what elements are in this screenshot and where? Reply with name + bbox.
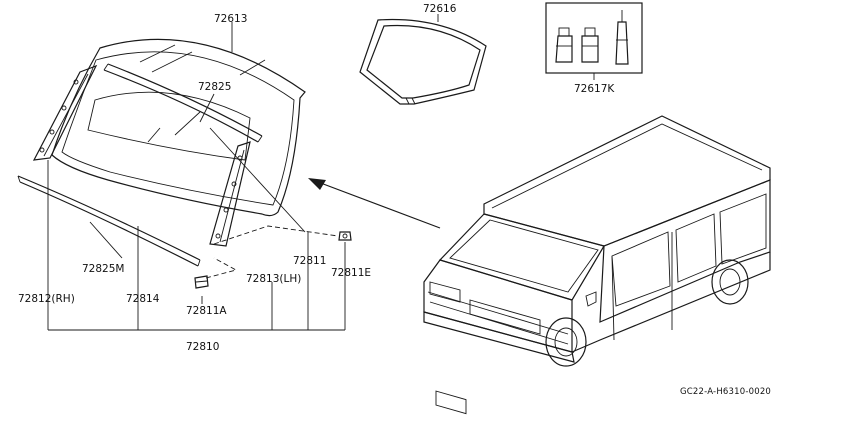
adhesive-kit-drawing[interactable] [545,2,643,74]
moulding-lower-strip[interactable] [17,175,201,267]
label-clip-a: 72811A [186,305,227,317]
figure-code: GC22-A-H6310-0020 [680,387,771,397]
label-adhesive-kit: 72617K [574,83,615,95]
seal-kit-drawing[interactable] [359,18,487,105]
label-moulding-top: 72825 [198,81,231,93]
moulding-side-rh[interactable] [32,64,98,161]
moulding-top-strip[interactable] [103,63,263,143]
label-side-lh: 72813(LH) [246,273,301,285]
label-fastener-e: 72811E [331,267,371,279]
label-windshield-glass: 72613 [214,13,247,25]
windshield-glass[interactable] [51,38,306,217]
label-moulding-side-rh: 72812(RH) [18,293,75,305]
fastener-clip[interactable] [338,231,352,241]
moulding-side-lh[interactable] [209,141,251,247]
label-assembly: 72810 [186,341,219,353]
van-illustration [423,115,771,415]
label-moulding-lower: 72825M [82,263,124,275]
clip-a[interactable] [194,275,209,289]
label-fastener: 72811 [293,255,326,267]
label-seal-kit: 72616 [423,3,457,15]
label-lower-strip: 72814 [126,293,160,305]
direction-arrow [308,178,441,229]
